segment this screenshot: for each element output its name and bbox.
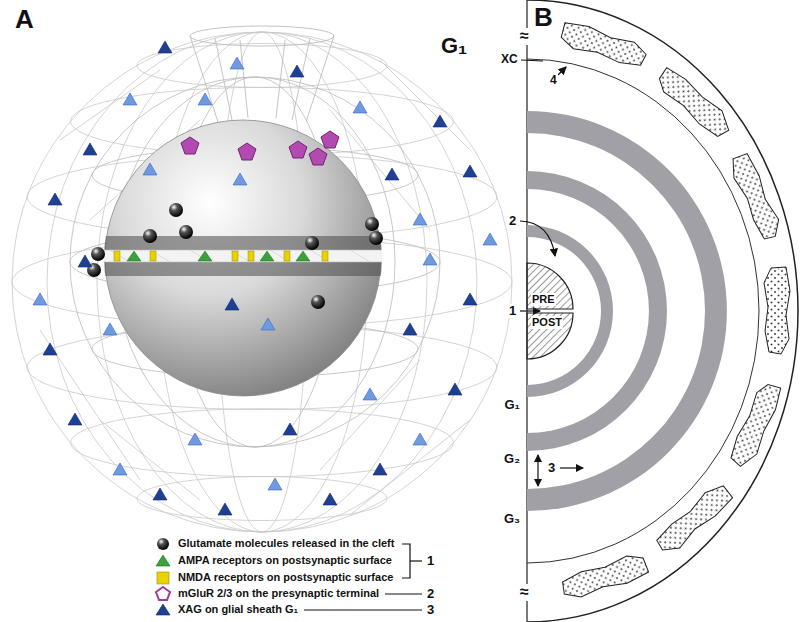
bracket-line — [385, 593, 422, 594]
legend-text: NMDA receptors on postsynaptic surface — [178, 571, 393, 584]
callout-number: 1 — [426, 554, 435, 568]
break-mark: ≈ — [519, 28, 530, 45]
callout-number: 2 — [426, 587, 435, 601]
callout-number: 2 — [508, 214, 517, 228]
glial-blobs — [558, 19, 790, 603]
xag-transporters — [33, 41, 497, 515]
panel-letter: A — [14, 6, 35, 33]
extracellular-boundary — [527, 59, 759, 563]
callout-number: 4 — [549, 74, 558, 87]
callout-arrows — [520, 60, 583, 486]
middle-sphere-mesh — [70, 77, 440, 447]
glial-bands — [527, 111, 727, 511]
sheath-label: G₁ — [440, 34, 468, 57]
legend-symbols — [156, 538, 170, 615]
sheath-label: G₁ — [504, 398, 522, 412]
panel-outline — [527, 0, 798, 622]
presynaptic-terminal: PRE — [527, 263, 573, 309]
bracket-line — [410, 560, 422, 561]
postsynaptic-terminal: POST — [527, 313, 573, 359]
callout-number: 1 — [508, 304, 517, 318]
synapse-sphere — [100, 120, 390, 396]
panel-letter: B — [533, 4, 554, 31]
terminal-label: PRE — [531, 293, 556, 306]
callout-number: 3 — [547, 461, 556, 475]
hatched-shape — [527, 313, 573, 359]
sheath-label: G₃ — [503, 512, 521, 526]
region-label: XC — [500, 53, 519, 66]
outer-sphere-mesh — [12, 32, 512, 532]
legend-text: AMPA receptors on postsynaptic surface — [178, 554, 392, 567]
sheath-label: G₂ — [503, 452, 521, 466]
hatched-shape — [527, 263, 573, 309]
bracket-line — [304, 609, 422, 610]
glutamate-molecules — [87, 203, 383, 309]
callout-number: 3 — [426, 603, 435, 617]
receptors — [114, 251, 328, 261]
sphere-neck — [190, 26, 334, 122]
terminal-label: POST — [531, 316, 563, 329]
mglur-receptors — [181, 131, 339, 165]
legend-text: Glutamate molecules released in the clef… — [178, 537, 394, 550]
legend-text: XAG on glial sheath G₁ — [178, 603, 298, 616]
legend-text: mGluR 2/3 on the presynaptic terminal — [178, 587, 379, 600]
bracket-line — [402, 544, 410, 578]
break-mark: ≈ — [519, 584, 530, 601]
